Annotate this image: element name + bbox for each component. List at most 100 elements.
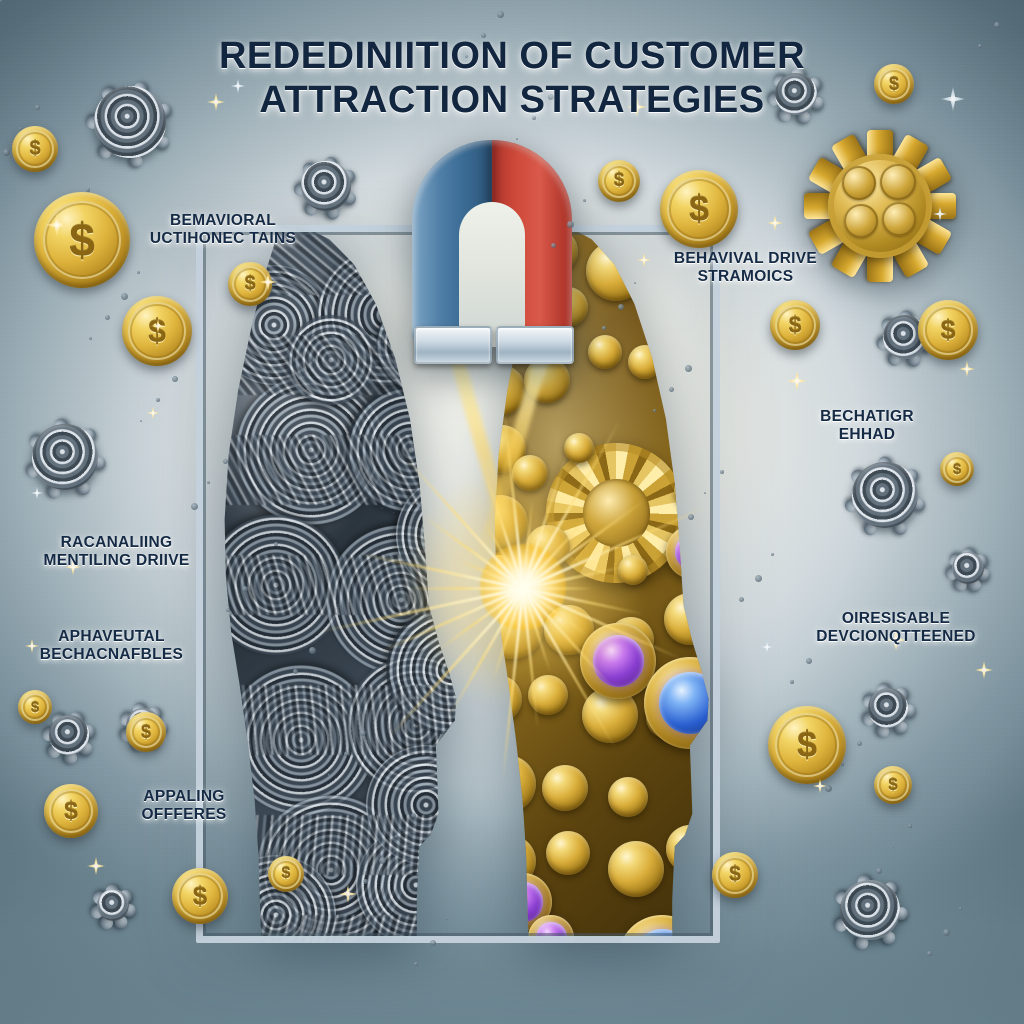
- gold-nugget: [674, 475, 707, 507]
- gear-sigil: [882, 202, 916, 236]
- background-speck: [379, 857, 386, 864]
- gold-rosette-medallion: [546, 443, 687, 583]
- background-speck: [344, 752, 348, 756]
- gem-bezel: [644, 657, 709, 749]
- background-speck: [497, 11, 504, 18]
- horseshoe-magnet: [412, 140, 574, 370]
- background-speck: [841, 763, 844, 766]
- gold-nugget: [494, 675, 523, 723]
- metal-node-core: [301, 161, 351, 211]
- gemstone-blue: [632, 929, 693, 943]
- title-line-1: REDEDINIITION OF CUSTOMER: [218, 35, 806, 77]
- background-speck: [89, 337, 92, 340]
- gold-nugget: [494, 755, 537, 813]
- background-speck: [634, 282, 636, 284]
- background-speck: [105, 315, 110, 320]
- metal-node-core: [49, 715, 89, 755]
- background-speck: [0, 0, 2, 2]
- gold-coin: $: [126, 712, 166, 752]
- background-speck: [551, 243, 556, 248]
- brain-band: [224, 555, 457, 615]
- gear-sigil: [842, 166, 876, 200]
- metal-node-icon: [816, 856, 924, 964]
- background-speck: [328, 774, 330, 776]
- background-speck: [602, 326, 606, 330]
- background-speck: [121, 293, 128, 300]
- background-speck: [755, 575, 762, 582]
- background-speck: [242, 586, 248, 592]
- brain-band: [224, 915, 457, 943]
- gold-coin: $: [172, 868, 228, 924]
- background-speck: [293, 669, 298, 674]
- gold-coin: $: [768, 706, 846, 784]
- background-speck: [739, 597, 744, 602]
- metal-node-core: [851, 461, 919, 529]
- background-speck: [137, 271, 140, 274]
- background-speck: [994, 22, 1000, 28]
- sparkle-icon: [146, 406, 160, 420]
- background-speck: [3, 149, 10, 156]
- gold-coin: $: [268, 856, 304, 892]
- label-bechatigr-ehhad: BECHATIGR EHHAD: [820, 408, 914, 444]
- metal-node-icon: [826, 436, 944, 554]
- gold-nugget: [664, 593, 709, 645]
- background-speck: [446, 918, 448, 920]
- gear-sigil: [880, 164, 916, 200]
- sparkle-icon: [760, 640, 774, 654]
- gold-coin: $: [712, 852, 758, 898]
- gold-coin: $: [44, 784, 98, 838]
- gear-hub: [828, 154, 932, 258]
- background-speck: [825, 785, 832, 792]
- background-speck: [943, 929, 950, 936]
- background-speck: [395, 835, 398, 838]
- metal-node-icon: [852, 672, 924, 744]
- metal-node-core: [31, 423, 99, 491]
- background-speck: [927, 951, 932, 956]
- background-speck: [771, 553, 774, 556]
- background-speck: [516, 138, 518, 140]
- gem-bezel: [618, 915, 707, 943]
- label-behavioral-actions: BEMAVIORAL UCTIHONEC TAINS: [149, 212, 297, 248]
- background-speck: [720, 470, 724, 474]
- gold-nugget: [628, 345, 663, 379]
- background-speck: [360, 730, 366, 736]
- label-behavival-drive: BEHAVIVAL DRIVE STRAMOICS: [673, 250, 818, 286]
- label-oiresisable: OIRESISABLE DEVCIONQTTEENED: [816, 610, 976, 646]
- gold-coin: $: [12, 126, 58, 172]
- metal-node-core: [867, 687, 909, 729]
- gemstone-purple: [503, 882, 544, 922]
- metal-node-icon: [84, 876, 142, 934]
- gold-nugget: [528, 675, 569, 715]
- magnet-tip-left: [414, 326, 492, 364]
- gold-nugget: [588, 335, 623, 369]
- title-line-2: ATTRACTION STRATEGIES: [259, 79, 765, 122]
- background-speck: [567, 221, 574, 228]
- background-speck: [685, 365, 692, 372]
- gemstone-purple: [675, 533, 709, 571]
- gem-bezel: [580, 623, 657, 699]
- label-aphaveutal: APHAVEUTAL BECHACNAFBLES: [39, 628, 184, 664]
- gemstone-purple: [592, 635, 645, 687]
- metal-node-core: [952, 552, 984, 584]
- sparkle-icon: [786, 370, 808, 392]
- magnet-tip-right: [496, 326, 574, 364]
- background-speck: [892, 846, 894, 848]
- gold-coin: $: [770, 300, 820, 350]
- sparkle-icon: [86, 856, 106, 876]
- gold-nugget: [526, 525, 571, 569]
- background-speck: [704, 492, 706, 494]
- gold-nugget: [512, 455, 549, 491]
- gold-nugget: [704, 765, 709, 803]
- gold-coin: $: [228, 262, 272, 306]
- gold-nugget: [542, 765, 589, 811]
- gold-nugget: [494, 495, 529, 551]
- gold-coin: $: [660, 170, 738, 248]
- page-title: REDEDINIITION OF CUSTOMER ATTRACTION STR…: [0, 36, 1024, 121]
- gold-nugget: [586, 241, 647, 301]
- gold-coin: $: [918, 300, 978, 360]
- gold-nugget: [698, 405, 709, 445]
- gold-nugget: [608, 777, 649, 817]
- gold-coin: $: [598, 160, 640, 202]
- background-speck: [806, 658, 812, 664]
- background-speck: [277, 691, 280, 694]
